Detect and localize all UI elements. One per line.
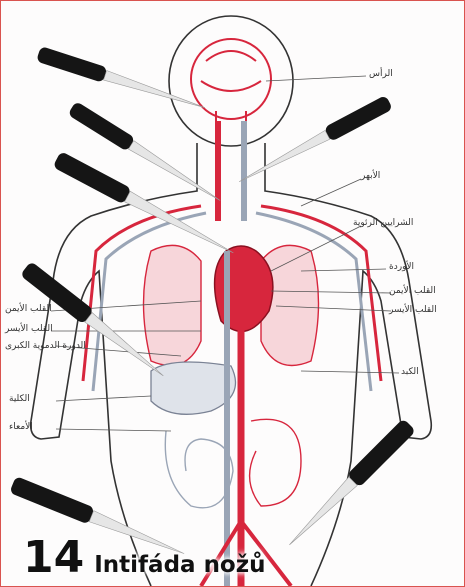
caption: 14 Intifáda nožů xyxy=(23,536,266,580)
label-kidney: الكلية xyxy=(9,394,30,404)
knife-icon xyxy=(36,46,207,115)
brain-circulation xyxy=(191,39,271,141)
label-left-right-heart: القلب الأيمن xyxy=(5,304,52,314)
label-liver: الكبد xyxy=(401,367,419,377)
neck-vessels xyxy=(218,121,244,221)
caption-title: Intifáda nožů xyxy=(94,552,265,578)
label-veins: الأوردة xyxy=(389,262,414,272)
label-head: الرأس xyxy=(369,69,393,79)
intestines xyxy=(165,419,301,507)
label-left-left-heart: القلب الأيسر xyxy=(5,324,53,334)
label-right-heart: القلب الأيمن xyxy=(389,286,436,296)
caption-number: 14 xyxy=(23,536,84,580)
liver xyxy=(151,362,236,414)
knife-icon xyxy=(283,418,416,551)
knife-icon xyxy=(53,151,238,261)
label-systemic-circulation: الدورة الدموية الكبرى xyxy=(5,341,86,351)
label-pulmonary-arteries: الشرايين الرئوية xyxy=(353,218,413,228)
knife-icon xyxy=(68,101,225,207)
label-intestines: الأمعاء xyxy=(9,422,33,432)
head-outline xyxy=(169,16,293,146)
label-left-heart: القلب الأيسر xyxy=(389,305,437,315)
left-lung xyxy=(144,245,202,365)
label-aorta: الأبهر xyxy=(361,171,380,181)
